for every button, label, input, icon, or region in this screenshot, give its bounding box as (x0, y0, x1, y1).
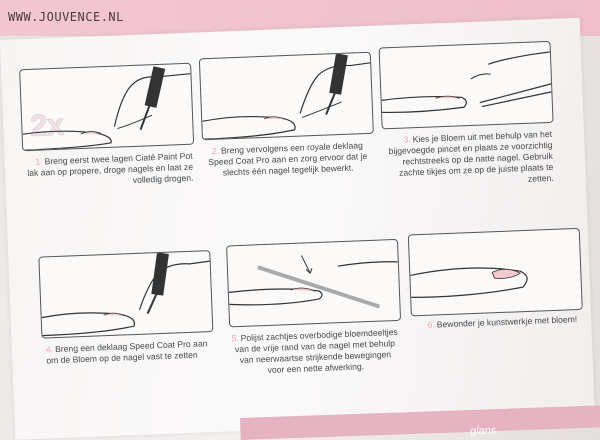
step-5-illustration (226, 238, 402, 328)
step-6-caption: 6.Bewonder je kunstwerkje met bloem! (407, 314, 577, 332)
step-1-illustration: 2x (19, 62, 195, 152)
step-4-caption: 4.Breng een deklaag Speed Coat Pro aan o… (46, 338, 217, 367)
step-3-illustration (378, 40, 554, 130)
hand-polish-brush-illustration: 2x (22, 66, 191, 151)
step-text: Bewonder je kunstwerkje met bloem! (436, 314, 578, 330)
badge-2x: 2x (30, 109, 65, 143)
step-number: 6. (427, 319, 435, 330)
tweezers-flower-illustration (381, 51, 552, 114)
bottom-banner-text: glans (469, 424, 497, 438)
instruction-sheet: 2x 1.Breng eerst twee lagen Ciaté Paint … (0, 17, 595, 440)
step-3-caption: 3.Kies je Bloem uit met behulp van het b… (382, 129, 554, 190)
step-number: 4. (45, 344, 54, 355)
step-number: 2. (211, 145, 220, 156)
step-text: Kies je Bloem uit met behulp van het bij… (388, 128, 554, 184)
step-1-caption: 1.Breng eerst twee lagen Ciaté Paint Pot… (23, 151, 194, 191)
step-number: 5. (231, 333, 239, 344)
step-5-caption: 5.Polijst zachtjes overbodige bloemdeelt… (229, 327, 401, 377)
hand-seal-coat-illustration (41, 252, 210, 337)
finished-nail-illustration (410, 267, 528, 299)
step-6-illustration (407, 227, 583, 317)
step-2-caption: 2.Breng vervolgens een royale deklaag Sp… (202, 140, 373, 180)
step-number: 3. (403, 134, 411, 145)
hand-top-coat-illustration (202, 53, 371, 140)
step-number: 1. (35, 156, 43, 167)
file-polish-illustration (228, 255, 398, 309)
watermark: WWW.JOUVENCE.NL (8, 10, 124, 24)
step-text: Breng vervolgens een royale deklaag Spee… (208, 140, 368, 178)
step-4-illustration (38, 250, 214, 339)
step-2-illustration (198, 51, 374, 141)
step-text: Polijst zachtjes overbodige bloemdeeltje… (234, 326, 398, 375)
step-text: Breng eerst twee lagen Ciaté Paint Pot l… (27, 150, 194, 186)
step-text: Breng een deklaag Speed Coat Pro aan om … (46, 338, 208, 366)
